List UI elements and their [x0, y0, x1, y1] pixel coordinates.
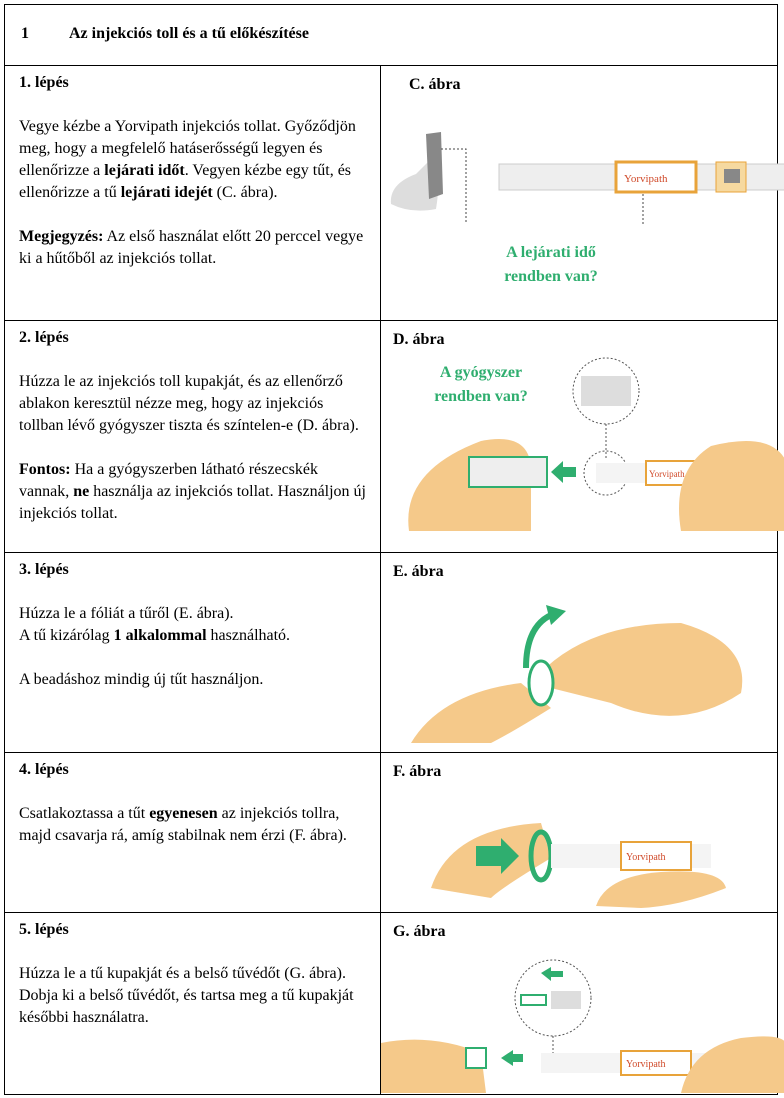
pen-brand: Yorvipath: [649, 469, 685, 479]
step-text: A tű kizárólag 1 alkalommal használható.: [19, 625, 366, 647]
step-label: 1. lépés: [19, 74, 69, 91]
text: Csatlakoztassa a tűt: [19, 805, 150, 822]
text: Ha a gyógyszerben látható részecskék van…: [19, 461, 319, 500]
step-text: Húzza le a tű kupakját és a belső tűvédő…: [19, 965, 354, 1026]
step-text: Húzza le az injekciós toll kupakját, és …: [19, 373, 359, 434]
pen-illustration: Yorvipath: [390, 132, 784, 224]
step-label: 2. lépés: [19, 329, 69, 346]
step-row-1: 1. lépés Vegye kézbe a Yorvipath injekci…: [4, 65, 784, 321]
step-label: 5. lépés: [19, 921, 69, 938]
pen-brand: Yorvipath: [626, 852, 666, 863]
important-label: Fontos:: [19, 461, 71, 478]
bold-text: lejárati időt: [104, 162, 185, 179]
important-text: Fontos: Ha a gyógyszerben látható részec…: [19, 459, 366, 525]
step-label: 4. lépés: [19, 761, 69, 778]
text: az injekciós tollra, majd csavarja rá, a…: [19, 805, 347, 844]
bold-text: 1 alkalommal: [113, 627, 207, 644]
text: . Vegyen kézbe egy tűt, és ellenőrizze a…: [19, 162, 352, 201]
figure-label: D. ábra: [393, 331, 445, 348]
figure-label: F. ábra: [393, 763, 442, 780]
figure-f: F. ábra Yorvipath: [380, 752, 778, 913]
step-row-4: 4. lépés Csatlakoztassa a tűt egyenesen …: [4, 752, 778, 913]
step-row-2: 2. lépés Húzza le az injekciós toll kupa…: [4, 320, 784, 553]
text: Vegye kézbe a Yorvipath injekciós tollat…: [19, 118, 356, 179]
needle-foil-illustration: [411, 605, 743, 743]
figure-label: E. ábra: [393, 563, 444, 580]
step-text: A beadáshoz mindig új tűt használjon.: [19, 671, 264, 688]
note-text: Megjegyzés: Az első használat előtt 20 p…: [19, 226, 366, 270]
step-label: 3. lépés: [19, 561, 69, 578]
figure-g: G. ábra Yorvipath: [380, 912, 784, 1095]
text: használható.: [206, 627, 291, 644]
step-row-3: 3. lépés Húzza le a fóliát a tűről (E. á…: [4, 552, 778, 753]
text: (C. ábra).: [212, 184, 278, 201]
figure-label: G. ábra: [393, 923, 446, 940]
needle-cap-removal-illustration: Yorvipath: [381, 959, 784, 1093]
figure-d: D. ábra A gyógyszer rendben van? Yorvipa…: [380, 320, 784, 553]
needle-attach-illustration: Yorvipath: [431, 823, 726, 908]
text: A tű kizárólag: [19, 627, 114, 644]
figure-label: C. ábra: [409, 76, 461, 93]
text: Az első használat előtt 20 perccel vegye…: [19, 228, 364, 267]
bold-text: egyenesen: [149, 805, 218, 822]
section-header: 1 Az injekciós toll és a tű előkészítése: [4, 4, 778, 66]
step-text: Csatlakoztassa a tűt egyenesen az injekc…: [19, 803, 366, 847]
step-row-5: 5. lépés Húzza le a tű kupakját és a bel…: [4, 912, 784, 1095]
figure-e: E. ábra: [380, 552, 778, 753]
figure-c: C. ábra Yorvipath A lejárati idő rendben…: [380, 65, 784, 321]
text: használja az injekciós tollat. Használjo…: [19, 483, 366, 522]
step-text: Húzza le a fóliát a tűről (E. ábra).: [19, 605, 234, 622]
note-label: Megjegyzés:: [19, 228, 104, 245]
bold-text: ne: [73, 483, 90, 500]
pen-brand: Yorvipath: [624, 173, 668, 185]
bold-text: lejárati idejét: [120, 184, 213, 201]
pen-brand: Yorvipath: [626, 1059, 666, 1070]
check-question: A lejárati idő rendben van?: [504, 244, 598, 285]
check-question: A gyógyszer rendben van?: [434, 364, 528, 405]
pen-illustration: Yorvipath: [408, 357, 784, 531]
step-text: Vegye kézbe a Yorvipath injekciós tollat…: [19, 116, 366, 204]
section-number: 1: [21, 25, 29, 42]
section-title: Az injekciós toll és a tű előkészítése: [69, 25, 309, 42]
